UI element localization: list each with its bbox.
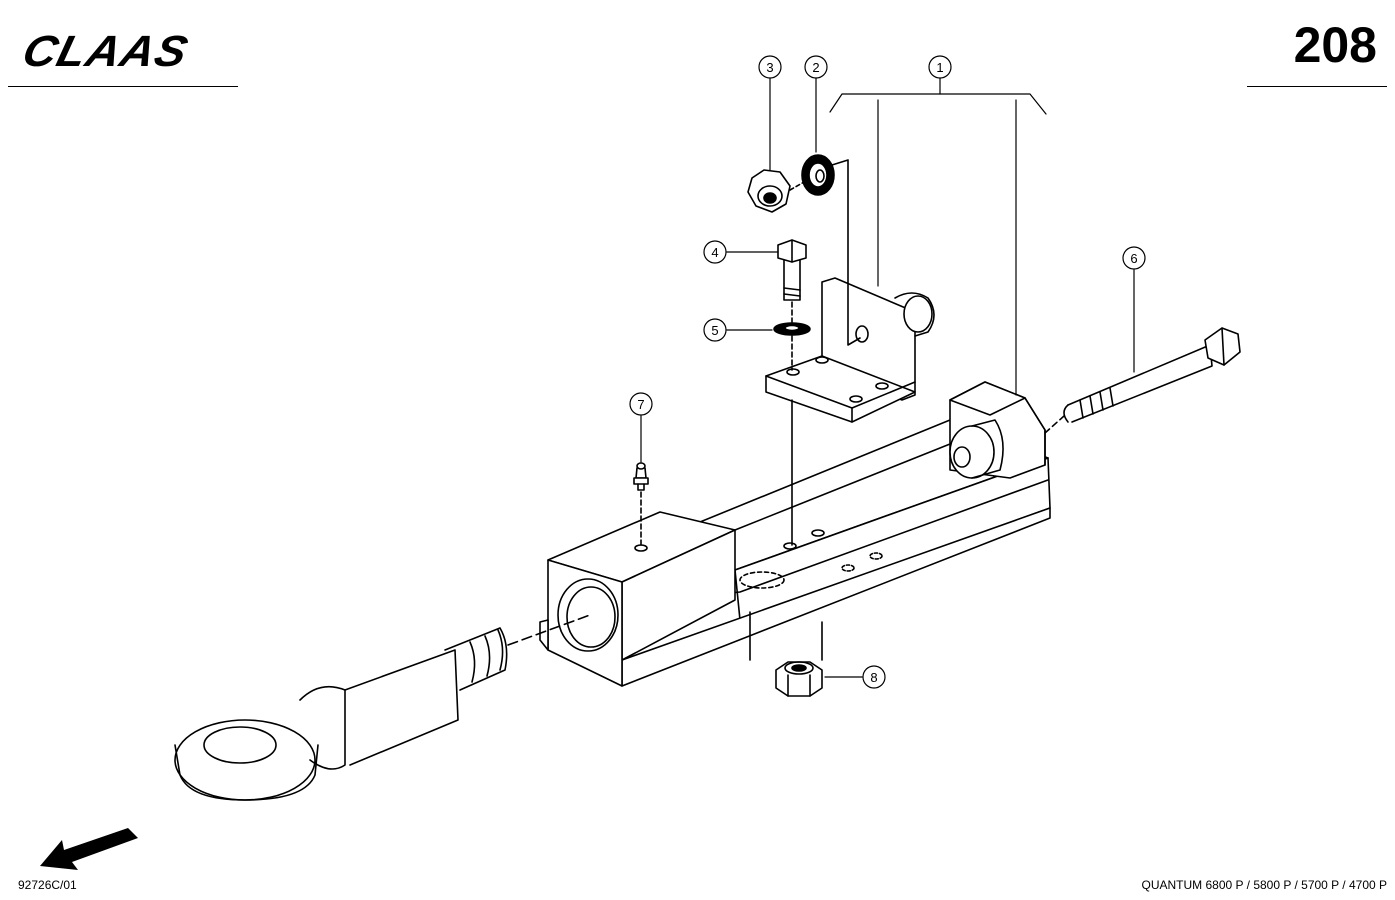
towing-eye <box>174 614 591 801</box>
lock-nut-bottom <box>775 661 823 697</box>
callout-2 <box>804 55 828 79</box>
mounting-bracket <box>765 277 935 423</box>
lock-nut-top <box>747 169 791 213</box>
flat-washer <box>773 322 811 336</box>
callout-6 <box>1122 246 1146 270</box>
callout-3 <box>758 55 782 79</box>
header-rule-left <box>8 86 238 87</box>
page-number: 208 <box>1293 17 1377 73</box>
callout-label-8: 8 <box>870 670 877 685</box>
callout-label-1: 1 <box>936 60 943 75</box>
grease-nipple <box>633 462 649 491</box>
hex-bolt <box>777 239 807 301</box>
callout-label-4: 4 <box>711 245 718 260</box>
washer-top <box>801 154 835 196</box>
model-list: QUANTUM 6800 P / 5800 P / 5700 P / 4700 … <box>1141 878 1387 892</box>
socket-block <box>539 511 736 687</box>
callout-1 <box>928 55 952 79</box>
travel-direction-arrow-icon <box>40 828 138 870</box>
drawing-reference: 92726C/01 <box>18 878 77 892</box>
callout-8 <box>862 665 886 689</box>
callout-5 <box>703 318 727 342</box>
pivot-block <box>949 381 1046 479</box>
long-bolt <box>1044 327 1241 434</box>
callout-label-2: 2 <box>812 60 819 75</box>
callout-7 <box>629 392 653 416</box>
callout-label-3: 3 <box>766 60 773 75</box>
callout-label-6: 6 <box>1130 251 1137 266</box>
callout-leaders <box>640 77 1135 678</box>
callout-label-5: 5 <box>711 323 718 338</box>
header-rule-right <box>1247 86 1387 87</box>
callout-markers <box>629 55 1146 689</box>
callout-label-7: 7 <box>637 397 644 412</box>
callout-4 <box>703 240 727 264</box>
